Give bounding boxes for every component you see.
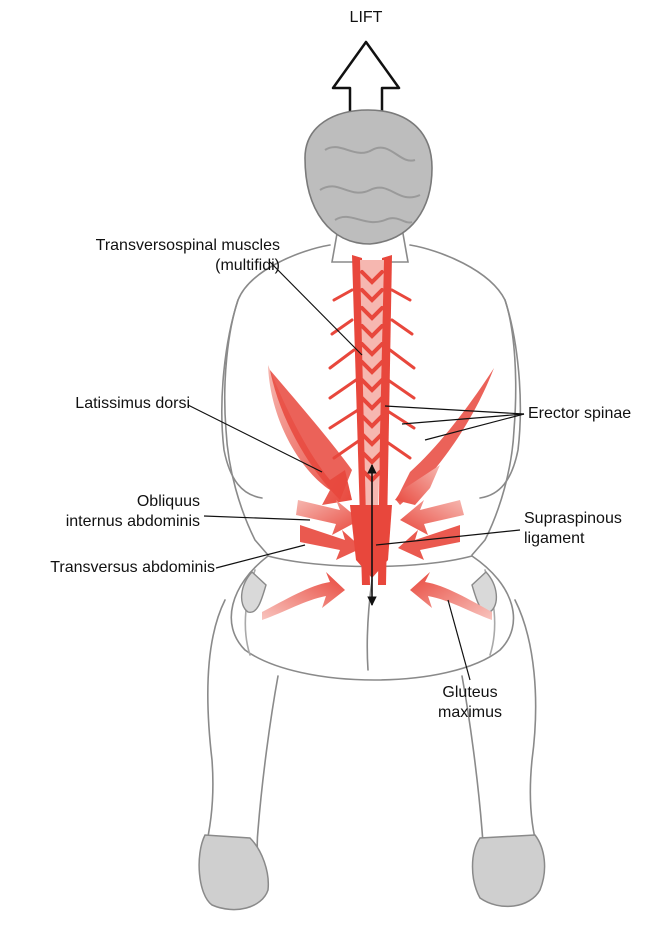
label-obliquus: Obliquus internus abdominis: [20, 492, 200, 532]
label-gluteus: Gluteus maximus: [430, 683, 510, 723]
transversus-abdominis-right: [398, 525, 460, 560]
leader-gluteus: [448, 600, 470, 680]
label-transversus: Transversus abdominis: [5, 558, 215, 578]
label-gluteus-line1: Gluteus: [430, 683, 510, 703]
head: [305, 110, 432, 244]
leader-transversospinal: [270, 262, 362, 355]
label-transversospinal: Transversospinal muscles (multifidi): [30, 236, 280, 276]
gluteus-maximus-left: [262, 572, 345, 620]
right-shoe: [473, 835, 545, 906]
label-obliquus-line1: Obliquus: [20, 492, 200, 512]
label-gluteus-line2: maximus: [430, 703, 510, 723]
lift-label: LIFT: [341, 8, 391, 28]
transversus-abdominis-left: [300, 525, 362, 560]
shoes: [199, 835, 544, 910]
label-supraspinous: Supraspinous ligament: [524, 509, 622, 549]
leader-obliquus: [204, 516, 310, 520]
label-supraspinous-line1: Supraspinous: [524, 509, 622, 529]
label-supraspinous-line2: ligament: [524, 529, 622, 549]
label-transversospinal-line1: Transversospinal muscles: [30, 236, 280, 256]
leader-transversus: [216, 545, 305, 568]
label-transversospinal-line2: (multifidi): [30, 256, 280, 276]
label-erector: Erector spinae: [528, 404, 631, 424]
label-obliquus-line2: internus abdominis: [20, 512, 200, 532]
leader-erector-1: [385, 406, 524, 414]
label-latissimus: Latissimus dorsi: [20, 394, 190, 414]
